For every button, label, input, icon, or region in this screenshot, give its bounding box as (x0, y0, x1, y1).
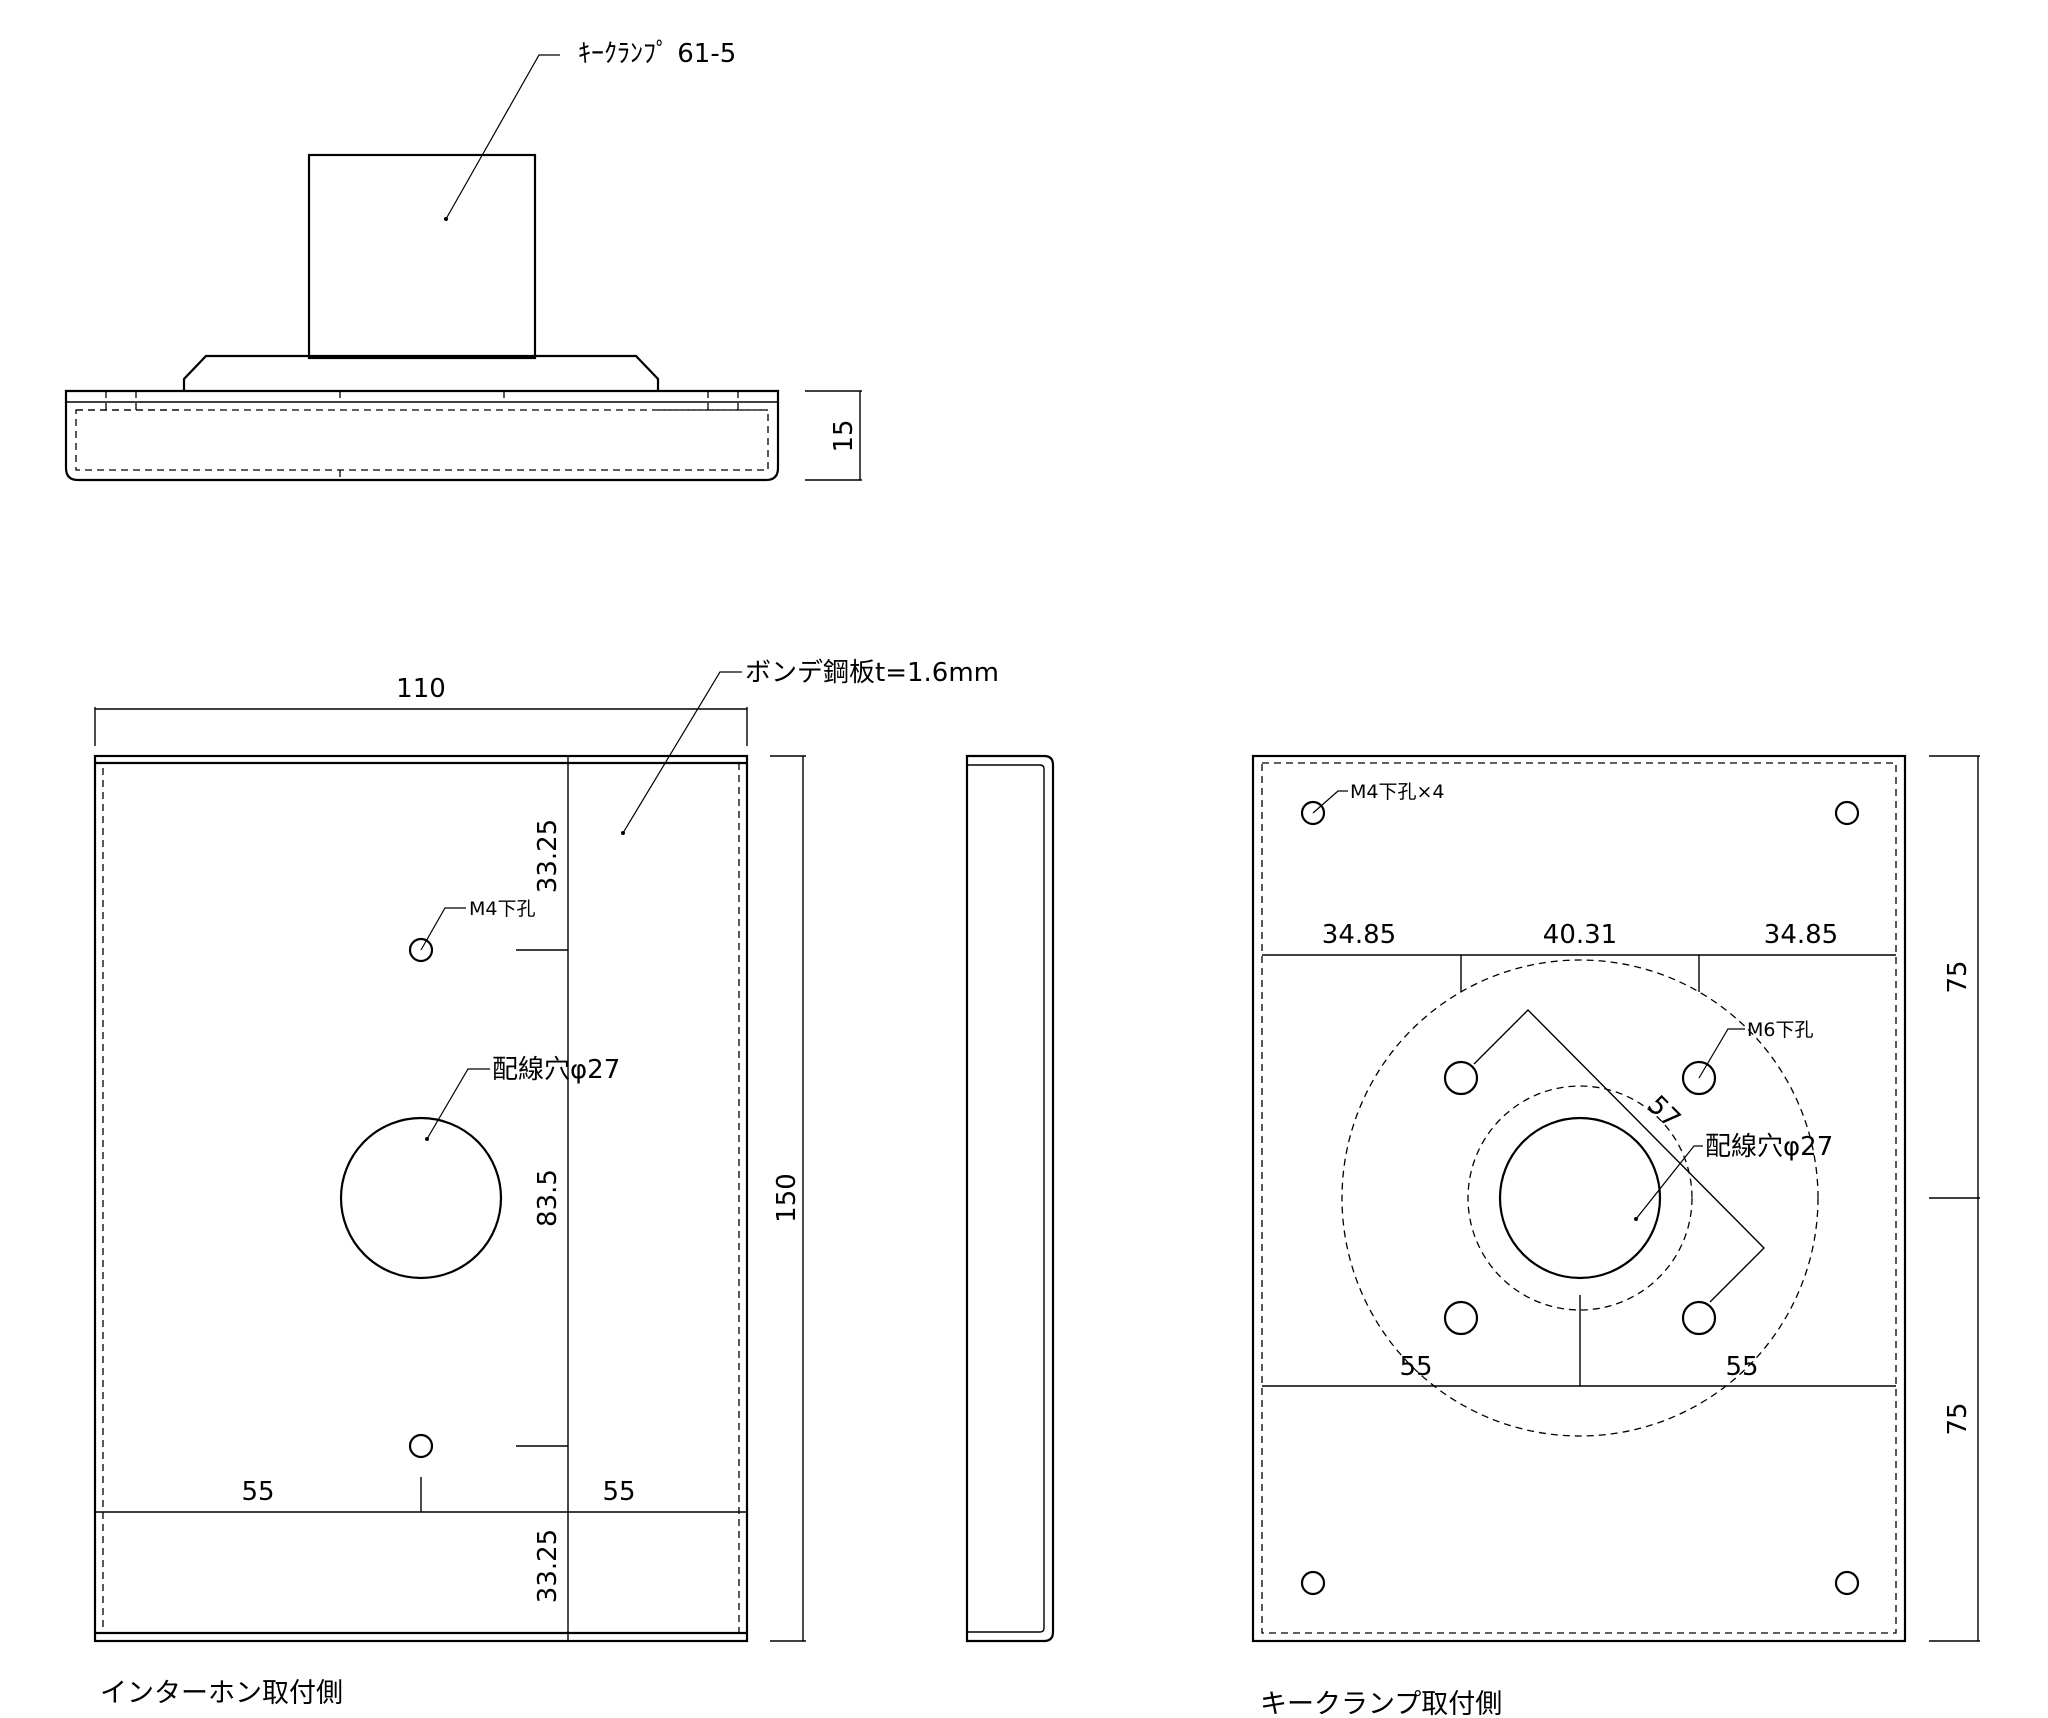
dim-pcd: 57 (1641, 1090, 1686, 1135)
front-view-key-clamp: 75 75 34.85 40.31 34.85 55 55 57 (1251, 754, 1980, 1718)
dim-right-v-bottom: 75 (1943, 1402, 1973, 1435)
label-m4-hole: M4下孔 (469, 898, 535, 920)
label-m6-hole: M6下孔 (1747, 1019, 1813, 1041)
key-clamp-boss-outline (1467, 1085, 1693, 1311)
front-view-intercom: 110 150 33.25 83.5 33.25 55 55 M4下孔 配線穴φ… (93, 658, 999, 1709)
dim-right-h-a: 34.85 (1322, 920, 1396, 950)
key-clamp-body (307, 153, 537, 360)
hidden-inner-outline (75, 409, 769, 471)
leader-line (445, 54, 560, 220)
m4-hole (1834, 1570, 1860, 1596)
dim-left-bottom: 33.25 (533, 1529, 563, 1603)
dim-right-v-top: 75 (1943, 960, 1973, 993)
dim-top-height: 15 (829, 419, 859, 452)
m4-hole (1300, 800, 1326, 826)
m6-hole (1681, 1300, 1717, 1336)
m4-hole-bottom (408, 1433, 434, 1459)
dim-left-h-left: 55 (241, 1477, 274, 1507)
m4-hole (1300, 1570, 1326, 1596)
key-clamp-flange-outline (1341, 959, 1819, 1437)
leader-line (1312, 790, 1348, 814)
dim-left-top: 33.25 (533, 819, 563, 893)
hidden-inner-outline (102, 762, 740, 1634)
label-wiring-hole-right: 配線穴φ27 (1705, 1132, 1833, 1162)
front-plate-outline (93, 754, 749, 1643)
leader-dot (444, 217, 448, 221)
m4-hole-top (408, 937, 434, 963)
pcd-dimension-line (1473, 1009, 1765, 1303)
side-section-view (965, 754, 1055, 1643)
m4-hole (1834, 800, 1860, 826)
label-key-clamp-model: ｷｰｸﾗﾝﾌﾟ 61-5 (578, 39, 736, 69)
hidden-inner-outline (1261, 762, 1897, 1634)
leader-line (420, 907, 466, 951)
m6-hole (1443, 1060, 1479, 1096)
leader-dot (621, 831, 625, 835)
m6-hole (1443, 1300, 1479, 1336)
side-profile-outer (965, 754, 1055, 1643)
mounting-box-side (64, 389, 780, 482)
leader-line (1698, 1028, 1745, 1079)
leader-dot (1634, 1217, 1638, 1221)
dim-right-h-c: 34.85 (1764, 920, 1838, 950)
caption-intercom-side: インターホン取付側 (100, 1678, 343, 1709)
caption-key-clamp-side: キークランプ取付側 (1260, 1689, 1502, 1718)
leader-line (622, 671, 742, 834)
dim-right-lower-left: 55 (1399, 1352, 1432, 1382)
dim-right-h-b: 40.31 (1543, 920, 1617, 950)
wiring-hole (339, 1116, 503, 1280)
leader-line (426, 1068, 490, 1140)
dim-front-width: 110 (396, 674, 446, 704)
side-profile-inner (967, 764, 1045, 1633)
label-wiring-hole-left: 配線穴φ27 (492, 1055, 620, 1085)
leader-line (1635, 1145, 1703, 1220)
dim-left-mid: 83.5 (533, 1169, 563, 1227)
rear-plate-outline (1251, 754, 1907, 1643)
key-clamp-base (182, 354, 660, 391)
label-m4-hole-x4: M4下孔×4 (1350, 781, 1445, 803)
leader-dot (425, 1137, 429, 1141)
dim-left-h-right: 55 (602, 1477, 635, 1507)
top-view: 15 ｷｰｸﾗﾝﾌﾟ 61-5 (64, 39, 862, 482)
m6-hole (1681, 1060, 1717, 1096)
label-plate-material: ボンデ鋼板t=1.6mm (745, 658, 999, 688)
dim-right-lower-right: 55 (1725, 1352, 1758, 1382)
dim-front-height: 150 (772, 1173, 802, 1223)
wiring-hole (1498, 1116, 1662, 1280)
